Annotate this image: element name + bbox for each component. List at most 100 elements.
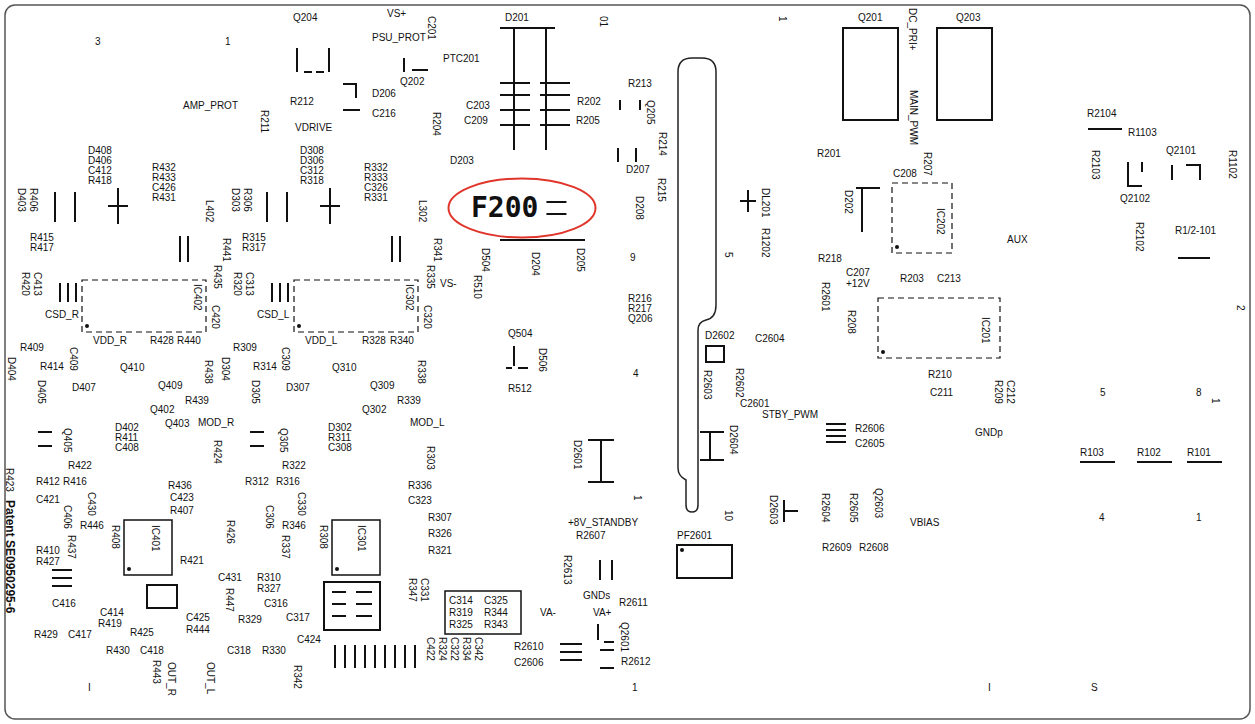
diode-outline [618,148,636,162]
silkscreen-label: D303 [230,188,241,212]
silkscreen-label: Q402 [150,404,174,415]
silkscreen-label: R333 [364,172,388,183]
fuse-footprint [546,202,566,214]
silkscreen-label: R306 [242,188,253,212]
pin-one-dots [85,245,899,571]
ic-outlines [124,520,380,575]
silkscreen-label: D208 [634,196,645,220]
silkscreen-label: C208 [893,168,917,179]
silkscreen-label: R409 [20,342,44,353]
silkscreen-label: R330 [262,645,286,656]
silkscreen-label: 8 [1196,387,1202,398]
silkscreen-label: PTC201 [443,53,480,64]
silkscreen-label: R436 [168,480,192,491]
silkscreen-label: C431 [218,572,242,583]
silkscreen-label: C216 [372,108,396,119]
mosfet-outline [937,28,992,120]
silkscreen-label: D407 [72,382,96,393]
silkscreen-label: R2606 [855,423,884,434]
silkscreen-label: R103 [1080,447,1104,458]
silkscreen-label: OUT_L [205,662,216,694]
mosfet-outline [843,28,898,120]
silkscreen-label: MAIN_PWM [908,90,919,145]
silkscreen-label: GNDs [583,590,610,601]
silkscreen-label: R321 [428,545,452,556]
silkscreen-label: C213 [937,273,961,284]
silkscreen-label: IC302 [404,284,415,311]
silkscreen-label: DC_PRI+ [907,8,918,51]
silkscreen-label: R2103 [1090,150,1101,179]
silkscreen-label: R429 [34,629,58,640]
silkscreen-label: R335 [425,265,436,289]
transistor-outline [1172,165,1200,180]
silkscreen-label: C314 [449,595,473,606]
silkscreen-label: D2604 [728,425,739,454]
silkscreen-label: IC402 [192,284,203,311]
silkscreen-label: R211 [259,110,270,133]
silkscreen-label: R327 [257,583,281,594]
silkscreen-label: D206 [372,88,396,99]
silkscreen-label: R415 [30,232,54,243]
patent-mark: Patent SE0950295-6 [3,500,17,613]
silkscreen-label: R201 [817,148,841,159]
silkscreen-label: R340 [390,335,414,346]
resistor-array [335,645,415,668]
silkscreen-label: R347 [407,578,418,602]
silkscreen-label: Q2601 [619,622,630,652]
diode-outline [588,440,614,482]
inductor-outline [108,188,340,224]
silkscreen-label: C312 [300,165,324,176]
pin-dot [881,350,885,354]
silkscreen-label: C2606 [514,657,543,668]
silkscreen-label: 1 [632,682,638,693]
silkscreen-label: R420 [20,272,31,296]
silkscreen-label: R423 [4,468,15,492]
silkscreen-label: R213 [628,78,652,89]
silkscreen-label: R416 [63,476,87,487]
silkscreen-label: C423 [170,492,194,503]
silkscreen-label: R322 [282,460,306,471]
silkscreen-label: Q410 [120,362,144,373]
silkscreen-label: D308 [300,145,324,156]
resistor-outline [560,644,582,660]
silkscreen-label: R307 [428,512,452,523]
silkscreen-label: 5 [1100,387,1106,398]
silkscreen-label: R414 [40,361,64,372]
silkscreen-label: R324 [437,637,448,661]
silkscreen-label: D506 [537,348,548,372]
silkscreen-label: D205 [575,248,586,272]
silkscreen-label: R319 [449,607,473,618]
silkscreen-label: C342 [473,637,484,661]
silkscreen-label: R447 [224,588,235,612]
silkscreen-label: 5 [723,252,734,258]
transistor-outline [297,48,329,72]
silkscreen-label: C326 [364,182,388,193]
silkscreen-label: IC301 [356,525,367,552]
silkscreen-label: R435 [212,265,223,289]
silkscreen-label: +8V_STANDBY [568,517,638,528]
silkscreen-label: MOD_L [410,417,444,428]
silkscreen-label: R343 [484,619,508,630]
ic-outline [294,280,418,332]
silkscreen-label: R2603 [702,370,713,399]
silkscreen-label: 4 [633,368,639,379]
silkscreen-label: D406 [88,155,112,166]
silkscreen-label: D202 [843,190,854,214]
silkscreen-label: R336 [408,480,432,491]
silkscreen-label: 1 [1210,398,1221,404]
silkscreen-label: R512 [508,383,532,394]
silkscreen-label: C421 [36,494,60,505]
silkscreen-label: C318 [227,645,251,656]
silkscreen-label: R2604 [820,493,831,522]
silkscreen-label: Q206 [628,313,652,324]
silkscreen-label: R210 [928,369,952,380]
silkscreen-label: C211 [930,387,953,398]
silkscreen-label: R334 [461,637,472,661]
silkscreen-label: C418 [140,645,164,656]
silkscreen-label: D403 [16,188,27,212]
ic-outline [878,298,1000,358]
silkscreen-label: R2104 [1087,108,1116,119]
diode-outline [500,239,585,241]
silkscreen-label: D405 [36,380,47,404]
silkscreen-label: R329 [238,614,262,625]
